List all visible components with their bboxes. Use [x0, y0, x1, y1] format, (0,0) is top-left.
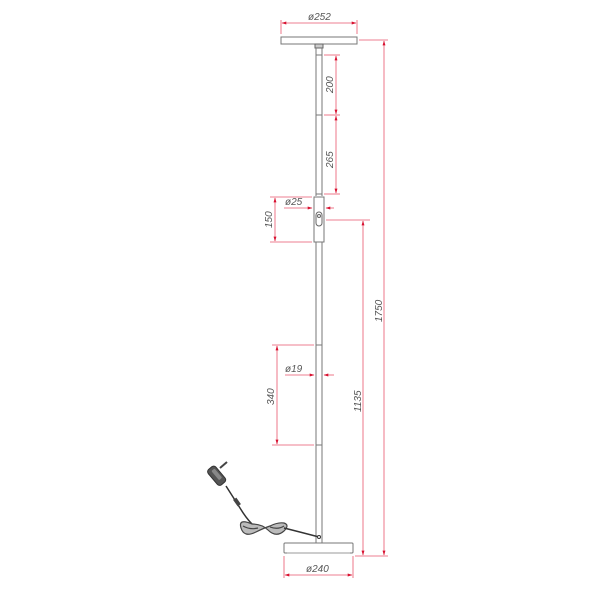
label-total-height: 1750: [374, 299, 385, 322]
power-cable: [225, 485, 253, 525]
head-connector: [314, 43, 324, 49]
cable-coil: [239, 521, 288, 535]
label-switch-to-floor: 1135: [353, 390, 364, 412]
label-second-segment: 265: [325, 151, 336, 169]
lamp-base: [283, 542, 354, 554]
label-pole-diameter: ø19: [285, 364, 303, 375]
label-upper-segment: 200: [325, 76, 336, 94]
switch-dot: [317, 214, 321, 218]
label-lower-segment: 340: [266, 388, 277, 405]
label-switch-height: 150: [264, 211, 275, 228]
lamp-head: [280, 36, 358, 45]
label-base-diameter: ø240: [306, 564, 329, 575]
label-switch-diameter: ø25: [285, 197, 303, 208]
dimension-labels: ø252 200 265 ø25 150 ø19 340 1135 1750 ø…: [264, 12, 385, 575]
dimensions: [270, 20, 388, 578]
power-adapter-group: [207, 461, 321, 539]
label-head-diameter: ø252: [308, 12, 331, 23]
lamp-outline: [280, 36, 358, 554]
